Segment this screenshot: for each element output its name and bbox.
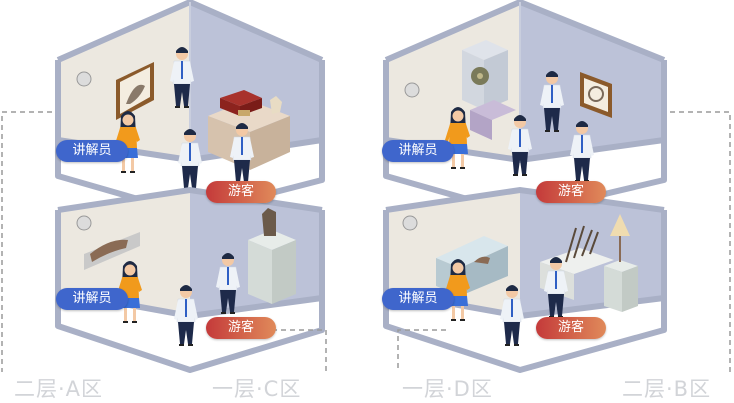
connector-lines bbox=[1, 111, 731, 372]
connector-line-1d bbox=[397, 329, 446, 372]
connector-line-2a bbox=[1, 111, 52, 372]
guide-badge: 讲解员 bbox=[56, 140, 128, 162]
zone-label-2b: 二层·B区 bbox=[622, 377, 712, 401]
room-top-right bbox=[383, 0, 667, 217]
visitor-badge: 游客 bbox=[536, 317, 606, 339]
guide-badge: 讲解员 bbox=[382, 140, 454, 162]
visitor-badge: 游客 bbox=[536, 181, 606, 203]
visitor-badge: 游客 bbox=[206, 317, 276, 339]
connector-line-1c bbox=[272, 329, 327, 372]
zone-label-1d: 一层·D区 bbox=[402, 377, 493, 401]
guide-badge: 讲解员 bbox=[382, 288, 454, 310]
guide-badge: 讲解员 bbox=[56, 288, 128, 310]
visitor-badge: 游客 bbox=[206, 181, 276, 203]
room-bottom-right bbox=[383, 186, 667, 373]
room-bottom-left bbox=[55, 186, 325, 373]
connector-line-2b bbox=[670, 111, 731, 372]
room-top-left bbox=[55, 0, 325, 217]
zone-label-1c: 一层·C区 bbox=[212, 377, 302, 401]
zone-label-2a: 二层·A区 bbox=[14, 377, 104, 401]
